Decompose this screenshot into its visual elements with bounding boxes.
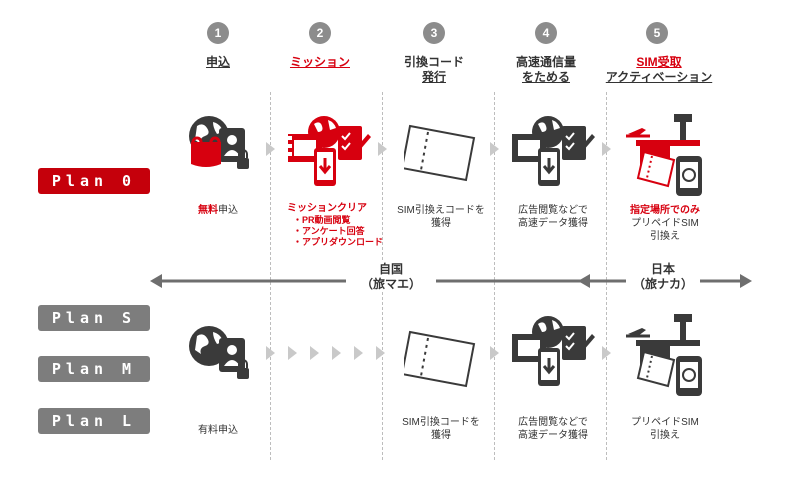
step-2-title: ミッション: [289, 55, 350, 69]
plan0-code-text: SIM引換えコードを獲得: [397, 205, 485, 229]
code-ticket-icon: [404, 124, 476, 182]
data-collect-icon: [512, 116, 595, 186]
arrow-chevron-icon: [602, 346, 611, 360]
step-2-number: 2: [309, 22, 331, 44]
paid-code-text: SIM引換コードを獲得: [402, 417, 480, 441]
arrow-chevron-icon: [378, 142, 387, 156]
step-3-number: 3: [423, 22, 445, 44]
arrow-chevron-icon: [310, 346, 319, 360]
paid-data-collect-icon: [512, 316, 595, 386]
plan0-receive-text: 指定場所でのみ プリペイドSIM 引換え: [630, 205, 700, 242]
japan-region-label: 日本（旅ナカ）: [626, 262, 700, 292]
plan0-data-text: 広告閲覧などで高速データ獲得: [518, 205, 588, 229]
arrow-chevron-icon: [266, 142, 275, 156]
arrow-chevron-icon: [266, 346, 275, 360]
plan-l-button[interactable]: Plan L: [38, 408, 150, 434]
arrow-chevron-icon: [332, 346, 341, 360]
step-4-title: 高速通信量 をためる: [515, 55, 576, 84]
paid-data-text: 広告閲覧などで高速データ獲得: [518, 417, 588, 441]
paid-apply-text: 有料申込: [198, 425, 238, 436]
step-4-number: 4: [535, 22, 557, 44]
paid-airport-receive-icon: [626, 314, 702, 396]
arrow-chevron-icon: [354, 346, 363, 360]
step-3-title: 引換コード 発行: [403, 55, 464, 84]
paid-apply-icon: [189, 326, 249, 379]
airport-receive-icon: [626, 114, 702, 196]
column-divider-1: [270, 92, 271, 460]
column-divider-4: [606, 92, 607, 460]
mission-icon: [288, 116, 371, 186]
column-divider-3: [494, 92, 495, 460]
plan-s-button[interactable]: Plan S: [38, 305, 150, 331]
free-apply-icon: [189, 116, 249, 169]
arrow-chevron-icon: [490, 142, 499, 156]
home-region-label: 自国（旅マエ）: [346, 262, 436, 292]
step-1-number: 1: [207, 22, 229, 44]
arrow-chevron-icon: [602, 142, 611, 156]
arrow-chevron-icon: [376, 346, 385, 360]
arrow-chevron-icon: [490, 346, 499, 360]
plan0-mission-text: ミッションクリア ・PR動画閲覧 ・アンケート回答 ・アプリダウンロード: [287, 203, 384, 247]
step-1-title: 申込: [205, 55, 230, 69]
step-5-title: SIM受取 アクティベーション: [605, 55, 713, 84]
plan-0-button[interactable]: Plan 0: [38, 168, 150, 194]
step-5-number: 5: [646, 22, 668, 44]
paid-code-ticket-icon: [404, 330, 476, 388]
plan0-apply-text: 無料申込: [198, 205, 238, 216]
plan-m-button[interactable]: Plan M: [38, 356, 150, 382]
arrow-chevron-icon: [288, 346, 297, 360]
